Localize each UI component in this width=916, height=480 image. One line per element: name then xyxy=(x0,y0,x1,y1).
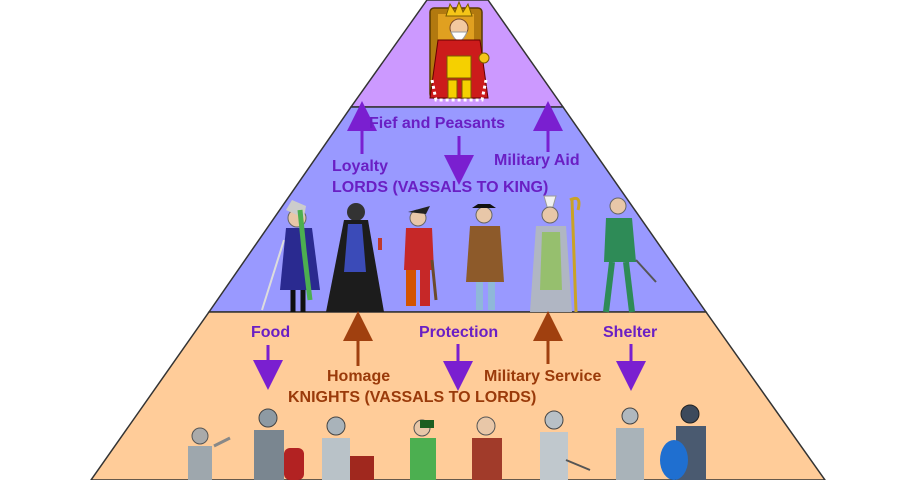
knight-4-figure xyxy=(410,419,436,480)
squire-green-figure xyxy=(603,197,657,313)
food-label: Food xyxy=(251,324,291,341)
fief-and-peasants-label: Fief and Peasants xyxy=(369,115,506,132)
knights-tier-title: KNIGHTS (VASSALS TO LORDS) xyxy=(288,389,537,406)
nobleman-brown-figure xyxy=(466,204,504,310)
knight-1-figure xyxy=(188,427,231,480)
knight-5-figure xyxy=(472,416,502,480)
nobleman-red-figure xyxy=(404,206,438,306)
military-service-label: Military Service xyxy=(484,368,602,385)
knight-3-figure xyxy=(322,416,374,480)
arrows xyxy=(253,101,646,391)
monk-in-black-robe-figure xyxy=(326,203,384,312)
knight-6-figure xyxy=(540,410,591,480)
knights-row xyxy=(188,404,706,480)
military-aid-label: Military Aid xyxy=(494,152,580,169)
lords-tier-title: LORDS (VASSALS TO KING) xyxy=(332,179,549,196)
king-on-throne-figure xyxy=(429,0,490,102)
knight-7-figure xyxy=(616,407,644,480)
knight-2-figure xyxy=(254,408,304,480)
knight-8-figure xyxy=(660,404,706,480)
lady-with-cane-figure xyxy=(261,200,320,312)
homage-label: Homage xyxy=(327,368,391,385)
bishop-with-crozier-figure xyxy=(530,195,581,313)
shelter-label: Shelter xyxy=(603,324,658,341)
protection-label: Protection xyxy=(419,324,499,341)
loyalty-label: Loyalty xyxy=(332,158,389,175)
